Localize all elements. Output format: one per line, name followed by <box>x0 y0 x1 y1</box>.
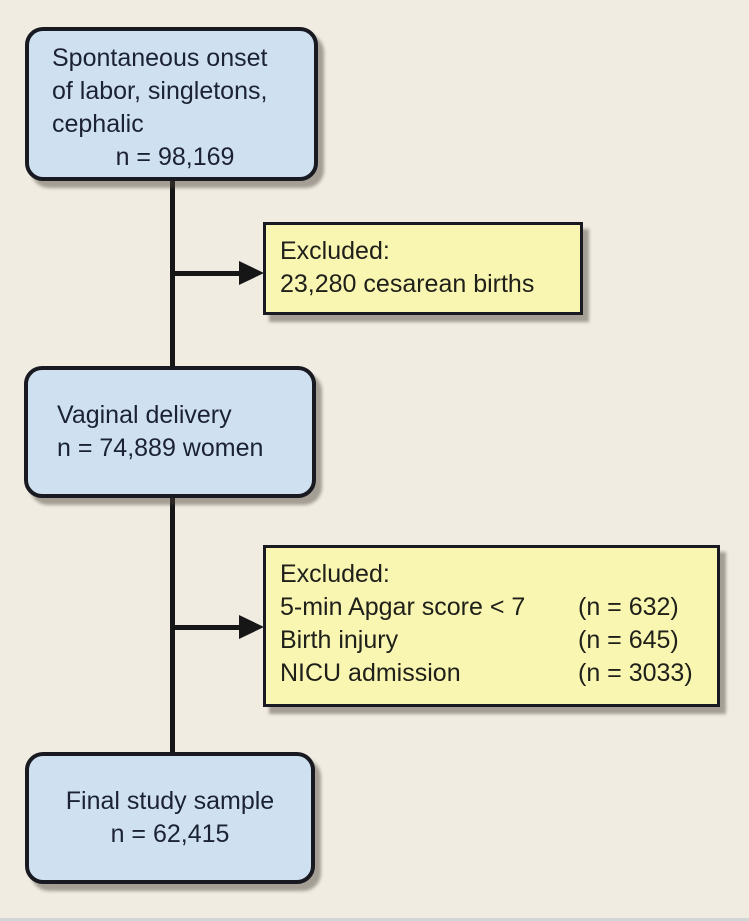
page-edge-line <box>0 918 749 921</box>
box-excluded-cesarean: Excluded: 23,280 cesarean births <box>263 222 583 315</box>
excluded-count: (n = 632) <box>578 593 679 621</box>
excluded-count: (n = 645) <box>578 626 679 654</box>
excluded-label: Birth injury <box>280 626 399 654</box>
sample-size: n = 62,415 <box>110 820 230 848</box>
box-spontaneous-onset: Spontaneous onset of labor, singletons, … <box>25 27 318 181</box>
excluded-row: 5-min Apgar score < 7 (n = 632) <box>280 591 709 624</box>
connector-branch-excluded-1 <box>173 271 243 276</box>
excluded-title: Excluded: <box>280 237 390 265</box>
box-line: Vaginal delivery <box>57 401 232 429</box>
box-line: Spontaneous onset <box>52 44 268 72</box>
excluded-count: (n = 3033) <box>578 659 693 687</box>
connector-branch-excluded-2 <box>173 625 243 630</box>
excluded-label: NICU admission <box>280 659 461 687</box>
excluded-title: Excluded: <box>280 560 390 588</box>
box-line: of labor, singletons, <box>52 77 268 105</box>
arrow-right-icon <box>239 261 264 285</box>
box-vaginal-delivery: Vaginal delivery n = 74,889 women <box>24 366 316 498</box>
excluded-row: NICU admission (n = 3033) <box>280 657 709 690</box>
excluded-row: Birth injury (n = 645) <box>280 624 709 657</box>
box-final-sample: Final study sample n = 62,415 <box>25 752 315 884</box>
box-line: cephalic <box>52 110 144 138</box>
box-line: Final study sample <box>65 787 275 815</box>
sample-size: n = 74,889 women <box>57 434 264 462</box>
box-excluded-outcomes: Excluded: 5-min Apgar score < 7 (n = 632… <box>263 545 720 707</box>
box-line: 23,280 cesarean births <box>280 270 535 298</box>
excluded-label: 5-min Apgar score < 7 <box>280 593 526 621</box>
arrow-right-icon <box>239 615 264 639</box>
sample-size: n = 98,169 <box>115 143 235 171</box>
